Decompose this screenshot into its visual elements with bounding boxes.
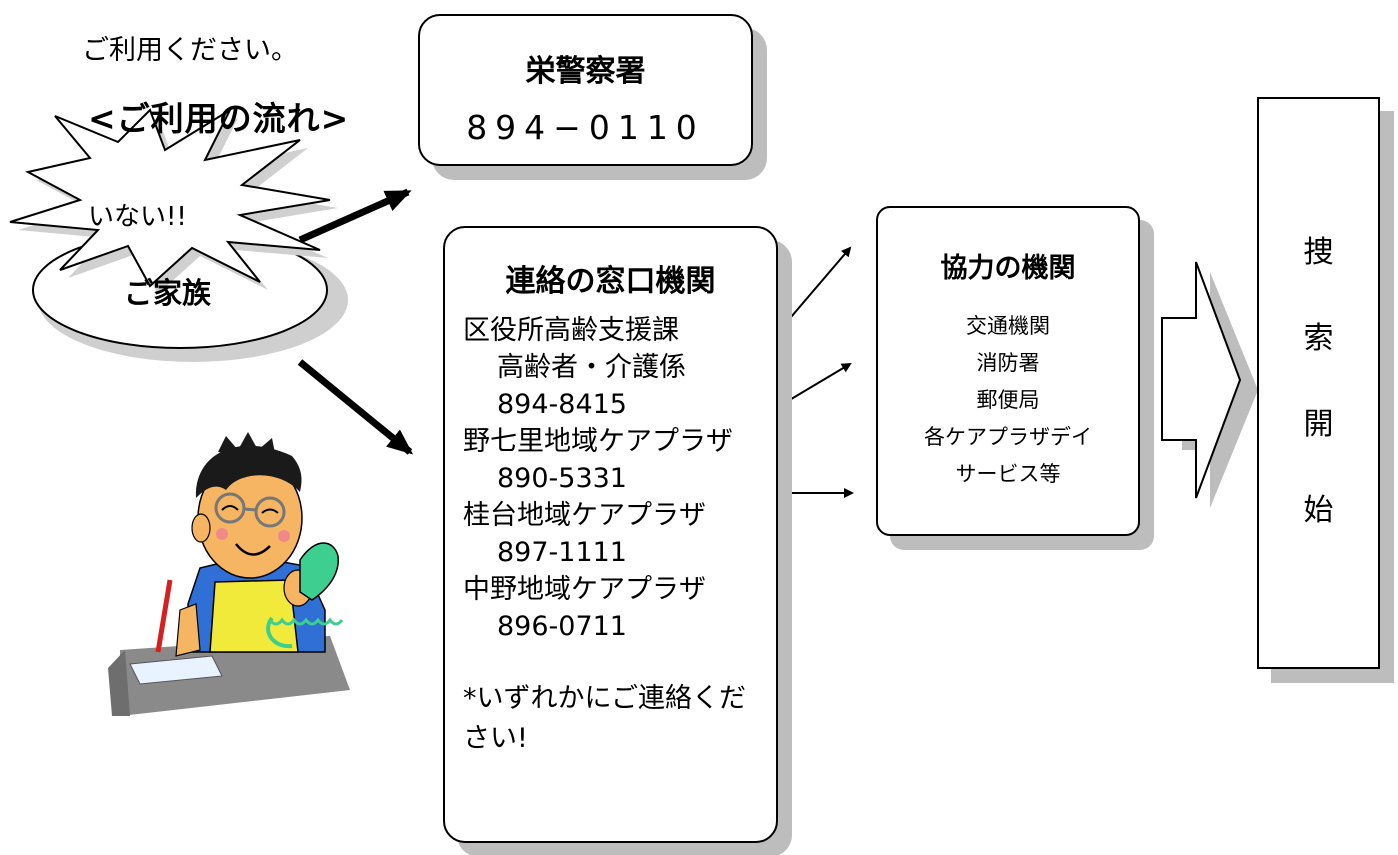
cooperating-agencies-box: 協力の機関 交通機関 消防署 郵便局 各ケアプラザデイ サービス等	[876, 206, 1140, 536]
contact-phone: 896-0711	[497, 611, 627, 642]
police-phone: 894−0110	[466, 108, 705, 147]
contact-window-box: 連絡の窓口機関 区役所高齢支援課 高齢者・介護係 894-8415 野七里地域ケ…	[443, 226, 778, 843]
cooperating-item: サービス等	[955, 462, 1061, 486]
contact-phone: 897-1111	[497, 537, 627, 568]
block-arrow-icon	[1161, 261, 1258, 508]
flow-title: <ご利用の流れ>	[88, 99, 350, 138]
speech-burst-icon	[9, 107, 338, 294]
contact-line: 野七里地域ケアプラザ	[463, 426, 733, 457]
contact-line: 桂台地域ケアプラザ	[463, 500, 706, 531]
contact-line: 区役所高齢支援課	[463, 315, 679, 346]
search-start-box: 捜 索 開 始	[1257, 97, 1380, 669]
cooperating-list: 交通機関 消防署 郵便局 各ケアプラザデイ サービス等	[878, 308, 1138, 493]
contact-list: 区役所高齢支援課 高齢者・介護係 894-8415 野七里地域ケアプラザ 890…	[463, 312, 733, 645]
contact-note: *いずれかにご連絡ください!	[463, 683, 746, 754]
person-on-phone-illustration	[108, 432, 350, 716]
cooperating-item: 消防署	[976, 351, 1040, 375]
search-char: 捜	[1303, 235, 1334, 270]
search-char: 始	[1303, 493, 1334, 528]
contact-line: 中野地域ケアプラザ	[463, 574, 706, 605]
cooperating-item: 交通機関	[966, 314, 1050, 338]
police-name: 栄警察署	[525, 54, 646, 89]
contact-window-title: 連絡の窓口機関	[505, 264, 716, 299]
cooperating-item: 郵便局	[976, 388, 1040, 412]
cooperating-title: 協力の機関	[940, 253, 1076, 284]
police-box: 栄警察署 894−0110	[418, 14, 753, 166]
search-char: 索	[1303, 321, 1334, 356]
arrow-icon	[297, 359, 414, 455]
arrow-icon	[298, 188, 412, 244]
contact-phone: 894-8415	[497, 389, 627, 420]
contact-phone: 890-5331	[497, 463, 627, 494]
contact-line: 高齢者・介護係	[497, 352, 686, 383]
search-char: 開	[1303, 407, 1334, 442]
intro-text: ご利用ください。	[82, 35, 298, 66]
family-label: ご家族	[124, 276, 212, 310]
cooperating-item: 各ケアプラザデイ	[924, 425, 1092, 449]
shout-label: いない!!	[88, 202, 187, 232]
